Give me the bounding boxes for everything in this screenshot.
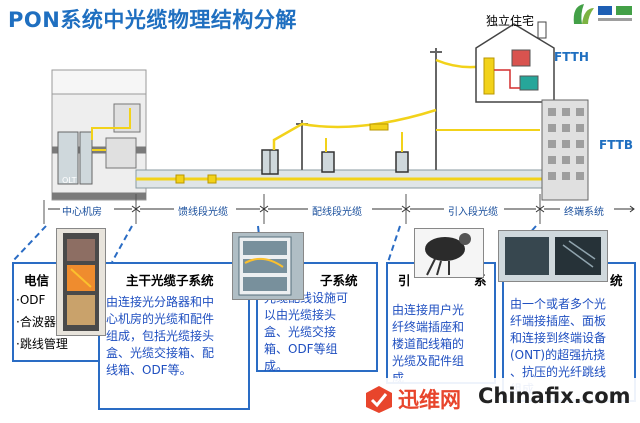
cross-connect-cabinet-photo xyxy=(232,232,304,300)
callout-text-drop: 由连接用户光 纤终端插座和 楼道配线箱的 光缆及配件组 成 xyxy=(392,303,465,385)
callout-text-trunk: 由连接光分路器和中 心机房的光缆和配件 组成，包括光缆接头 盒、光缆交接箱、配 … xyxy=(106,295,215,377)
olt-label: OLT xyxy=(62,176,77,185)
watermark-en: Chinafix.com xyxy=(478,384,631,408)
house-label: 独立住宅 xyxy=(486,14,535,28)
callout-title-trunk: 主干光缆子系统 xyxy=(126,273,214,288)
callout-title-telecom: 电信 xyxy=(24,273,50,288)
segment-label-drop: 引入段光缆 xyxy=(448,207,498,218)
utility-pole-2 xyxy=(430,48,442,170)
callout-text-telecom: ·ODF ·合波器 ·跳线管理 xyxy=(16,293,68,351)
page-title: PON系统中光缆物理结构分解 xyxy=(8,8,297,32)
callout-title-drop: 引 xyxy=(398,273,411,288)
callout-text-distribution: 光缆配线设施可 以由光缆接头 盒、光缆交接 箱、ODF等组 成。 xyxy=(264,291,349,373)
house xyxy=(475,21,555,103)
watermark-bg xyxy=(360,378,640,423)
watermark-cn: 迅维网 xyxy=(398,388,461,412)
distribution-box-1 xyxy=(321,151,335,173)
expo-logo xyxy=(573,4,632,24)
central-office-building xyxy=(51,69,147,201)
chinafix-logo-icon xyxy=(366,386,392,413)
segment-label-central-office: 中心机房 xyxy=(62,207,102,218)
segment-label-feeder: 馈线段光缆 xyxy=(178,207,228,218)
terminal-box-photo xyxy=(498,230,608,282)
odf-rack-photo xyxy=(56,228,106,336)
distribution-box-2 xyxy=(395,151,409,173)
splice-closure-photo xyxy=(414,228,484,278)
segment-label-terminal: 终端系统 xyxy=(564,207,604,218)
cross-connect-cabinet xyxy=(261,149,279,175)
callout-box-trunk xyxy=(98,262,250,410)
callout-title-terminal: 统 xyxy=(610,273,623,288)
ftth-label: FTTH xyxy=(554,50,589,64)
segment-label-distribution: 配线段光缆 xyxy=(312,207,362,218)
apartment-building xyxy=(541,99,589,201)
fttb-label: FTTB xyxy=(599,138,633,152)
callout-title-distribution: 子系统 xyxy=(320,273,358,288)
